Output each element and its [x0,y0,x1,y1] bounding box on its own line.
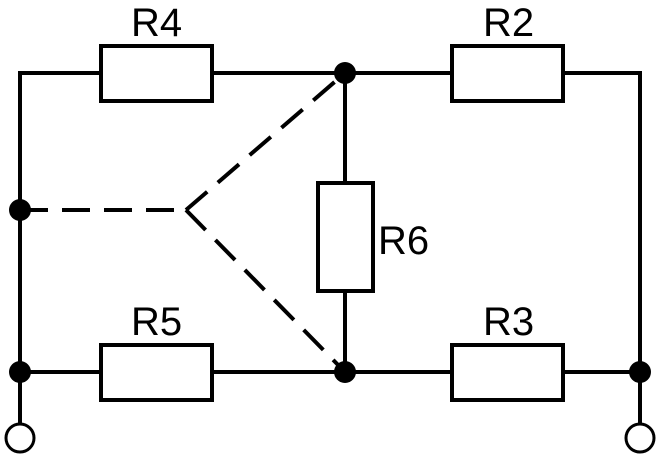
node-left-middle [9,199,31,221]
label-r3: R3 [483,300,534,344]
resistor-r6 [316,181,375,293]
node-bottom-left [9,361,31,383]
label-r5: R5 [131,300,182,344]
label-r2: R2 [483,1,534,45]
resistor-r3 [450,343,565,402]
resistor-r4 [99,44,214,103]
node-bottom-right [629,361,651,383]
dashed-line-to-bottom-node [184,208,347,374]
dashed-connections [20,71,347,374]
terminal-right [624,422,656,454]
resistor-r2 [450,44,565,103]
terminal-left [4,422,36,454]
dashed-line-to-top-node [184,71,347,212]
resistor-r5 [99,343,214,402]
wires [18,71,642,425]
node-top-middle [334,62,356,84]
label-r6: R6 [378,219,429,263]
label-r4: R4 [131,1,182,45]
node-bottom-middle [334,361,356,383]
